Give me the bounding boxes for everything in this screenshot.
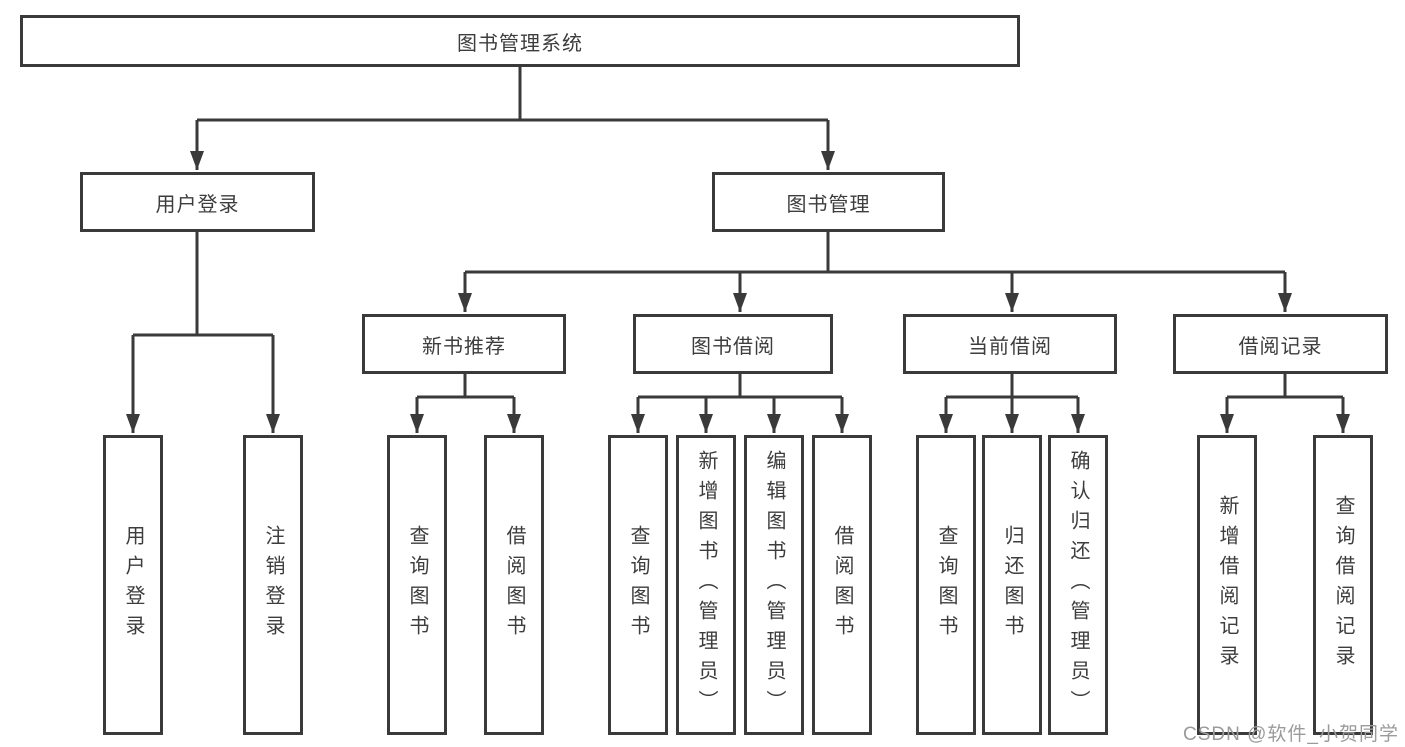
leaf-add-book-admin: 新增图书（管理员）: [676, 435, 736, 735]
leaf-query-books-newbook: 查询图书: [387, 435, 447, 735]
node-current-borrowing-label: 当前借阅: [968, 335, 1052, 358]
node-book-borrowing: 图书借阅: [633, 314, 833, 374]
arrows-to-level2: [190, 120, 835, 170]
rail-userlogin-to-leaves: [133, 232, 273, 337]
rail-currentborrow-to-leaves: [946, 374, 1078, 399]
node-book-management: 图书管理: [712, 172, 945, 232]
leaf-query-books-newbook-label: 查询图书: [406, 525, 428, 645]
leaf-query-books-current: 查询图书: [916, 435, 976, 735]
leaf-edit-book-admin: 编辑图书（管理员）: [744, 435, 804, 735]
leaf-user-login: 用户登录: [103, 435, 163, 735]
node-root-system: 图书管理系统: [20, 15, 1020, 67]
rail-bookmgmt-to-level3: [465, 232, 1285, 274]
leaf-borrow-books-newbook: 借阅图书: [484, 435, 544, 735]
leaf-return-book-label: 归还图书: [1001, 525, 1023, 645]
node-book-management-label: 图书管理: [786, 193, 871, 216]
leaf-borrow-books-borrow: 借阅图书: [812, 435, 872, 735]
csdn-watermark: CSDN @软件_小贺同学: [1183, 724, 1399, 745]
rail-bookborrow-to-leaves: [638, 374, 842, 399]
node-root-label: 图书管理系统: [457, 32, 583, 55]
leaf-edit-book-admin-label: 编辑图书（管理员）: [763, 450, 785, 720]
leaf-add-book-admin-label: 新增图书（管理员）: [695, 450, 717, 720]
leaf-confirm-return-admin: 确认归还（管理员）: [1048, 435, 1108, 735]
node-borrowing-records-label: 借阅记录: [1238, 335, 1323, 358]
leaf-logout-label: 注销登录: [262, 525, 284, 645]
node-new-book-recommend-label: 新书推荐: [422, 335, 506, 358]
leaf-query-borrow-record-label: 查询借阅记录: [1332, 495, 1354, 675]
node-current-borrowing: 当前借阅: [903, 314, 1117, 374]
leaf-borrow-books-borrow-label: 借阅图书: [831, 525, 853, 645]
leaf-query-books-borrow: 查询图书: [608, 435, 668, 735]
arrows-to-level3: [458, 272, 1292, 312]
rail-newbook-to-leaves: [417, 374, 514, 399]
leaf-user-login-label: 用户登录: [122, 525, 144, 645]
node-user-login-label: 用户登录: [155, 193, 240, 216]
leaf-return-book: 归还图书: [982, 435, 1042, 735]
leaf-add-borrow-record-label: 新增借阅记录: [1216, 495, 1238, 675]
node-new-book-recommend: 新书推荐: [362, 314, 566, 374]
leaf-add-borrow-record: 新增借阅记录: [1197, 435, 1257, 735]
leaf-query-books-borrow-label: 查询图书: [627, 525, 649, 645]
leaf-query-books-current-label: 查询图书: [935, 525, 957, 645]
node-user-login: 用户登录: [80, 172, 315, 232]
leaf-logout: 注销登录: [243, 435, 303, 735]
leaf-query-borrow-record: 查询借阅记录: [1313, 435, 1373, 735]
rail-root-to-level2: [197, 67, 828, 122]
node-book-borrowing-label: 图书借阅: [691, 335, 775, 358]
node-borrowing-records: 借阅记录: [1173, 314, 1388, 374]
rail-borrowrecords-to-leaves: [1227, 374, 1343, 399]
leaf-confirm-return-admin-label: 确认归还（管理员）: [1067, 450, 1089, 720]
leaf-borrow-books-newbook-label: 借阅图书: [503, 525, 525, 645]
